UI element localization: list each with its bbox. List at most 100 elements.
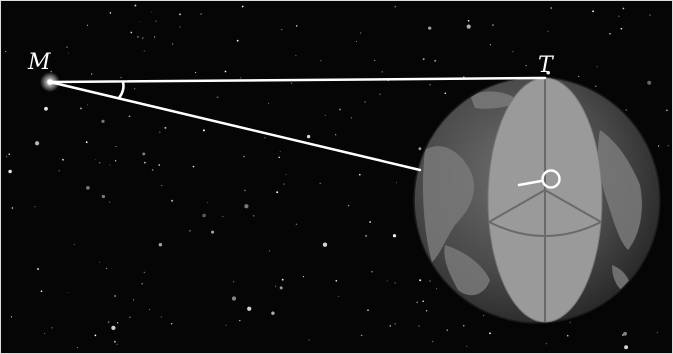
star: [428, 26, 431, 29]
star: [86, 186, 90, 190]
star: [159, 131, 161, 133]
star: [95, 335, 97, 337]
star: [380, 94, 381, 95]
star: [512, 51, 513, 52]
star: [44, 107, 48, 111]
star: [68, 292, 69, 293]
star: [666, 109, 668, 111]
star: [335, 134, 336, 135]
star: [164, 127, 166, 129]
star: [595, 86, 596, 87]
star: [303, 276, 304, 277]
star: [483, 315, 484, 316]
star: [307, 135, 310, 138]
star: [624, 345, 628, 349]
star: [80, 107, 82, 109]
star: [281, 29, 282, 30]
star: [283, 184, 284, 185]
star: [657, 332, 658, 333]
star: [161, 316, 162, 317]
star: [422, 301, 424, 303]
star: [320, 60, 321, 61]
star: [12, 207, 14, 209]
star: [8, 170, 11, 173]
star: [278, 157, 279, 158]
star: [280, 151, 281, 152]
star: [621, 28, 623, 30]
star: [244, 190, 246, 192]
star: [526, 65, 527, 66]
star: [546, 343, 547, 344]
star: [296, 224, 298, 226]
star: [269, 250, 270, 251]
star: [211, 231, 214, 234]
star: [202, 214, 206, 218]
star: [115, 160, 116, 161]
star: [429, 280, 431, 282]
star: [101, 120, 104, 123]
star: [114, 341, 116, 343]
star: [222, 216, 223, 217]
star: [395, 282, 396, 283]
star: [144, 51, 145, 52]
star: [35, 141, 39, 145]
star: [371, 271, 373, 273]
star: [423, 58, 425, 60]
star: [618, 16, 619, 17]
star: [129, 115, 131, 117]
star: [647, 81, 651, 85]
star: [130, 32, 132, 34]
star: [62, 159, 64, 161]
star: [429, 84, 430, 85]
star: [492, 24, 494, 26]
star: [114, 295, 116, 297]
star: [578, 76, 579, 77]
star: [195, 72, 196, 73]
star: [152, 169, 154, 171]
star: [129, 317, 130, 318]
star: [369, 221, 371, 223]
star: [338, 296, 339, 297]
star: [95, 159, 96, 160]
star: [547, 31, 548, 32]
star: [189, 230, 191, 232]
star: [361, 335, 363, 337]
star: [351, 117, 352, 118]
star: [242, 6, 244, 8]
label-tangent-point: T: [538, 53, 555, 78]
star: [365, 235, 367, 237]
star: [154, 37, 155, 38]
star: [109, 202, 110, 203]
star: [626, 109, 627, 110]
star: [668, 145, 669, 146]
star: [365, 101, 366, 102]
star: [159, 243, 162, 246]
star: [74, 244, 75, 245]
star: [172, 43, 173, 44]
star: [239, 320, 240, 321]
star: [445, 92, 447, 94]
star: [374, 60, 375, 61]
star: [360, 32, 362, 34]
star: [134, 88, 135, 89]
star: [237, 40, 239, 42]
star: [161, 185, 162, 186]
star: [155, 21, 156, 22]
star: [623, 8, 625, 10]
star: [244, 204, 248, 208]
star: [396, 182, 397, 183]
star: [348, 205, 349, 206]
cross-section-disc: [488, 78, 602, 322]
star: [5, 51, 6, 52]
star: [142, 37, 143, 38]
star: [382, 71, 383, 72]
star: [419, 279, 421, 281]
star: [142, 152, 145, 155]
star: [41, 290, 43, 292]
star: [158, 164, 160, 166]
star: [320, 183, 321, 184]
star: [106, 268, 107, 269]
star: [233, 281, 234, 282]
star: [418, 147, 421, 150]
star: [309, 340, 310, 341]
